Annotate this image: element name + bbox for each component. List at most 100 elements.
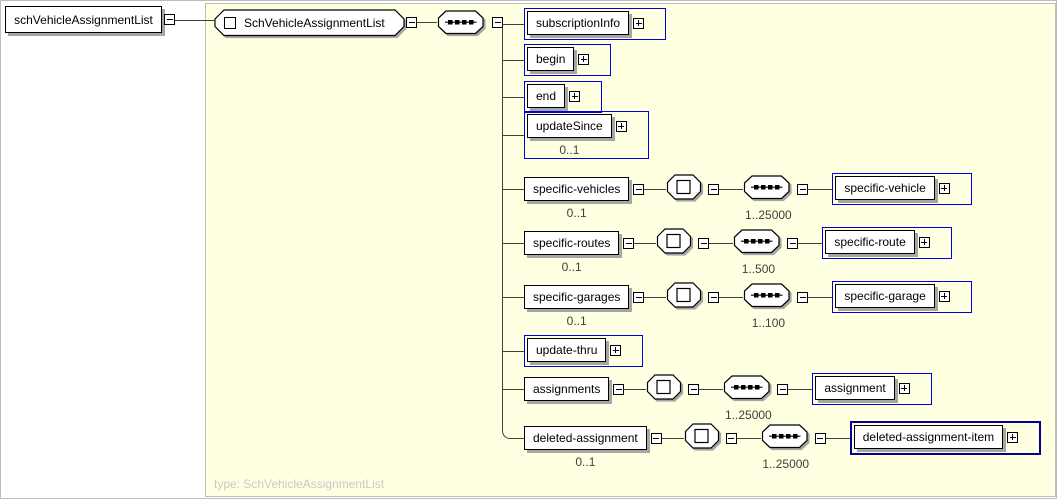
element-label: deleted-assignment-item	[862, 430, 995, 444]
connector-line	[502, 134, 524, 136]
expand-toggle-icon[interactable]	[938, 182, 950, 194]
main-element-label: SchVehicleAssignmentList	[244, 15, 385, 30]
sequence-occurrence-label: 1..25000	[725, 408, 772, 422]
collapse-toggle-icon[interactable]	[164, 14, 175, 25]
occurrence-label: 0..1	[561, 260, 582, 274]
complex-content-icon	[224, 16, 236, 29]
element-box[interactable]: specific-vehicles	[524, 177, 630, 201]
element-label: specific-vehicle	[844, 181, 926, 195]
connector-line	[699, 388, 724, 390]
element-box[interactable]: specific-garages	[524, 285, 630, 309]
collapse-toggle-icon[interactable]	[708, 183, 720, 195]
main-element-box[interactable]: SchVehicleAssignmentList	[214, 9, 405, 37]
schema-child-row-subscriptionInfo: subscriptionInfo	[502, 8, 667, 40]
schema-child-row-specific-routes: specific-routes 0..1 1..500	[502, 227, 952, 276]
connector-line	[825, 437, 850, 439]
connector-line	[644, 188, 667, 190]
collapse-toggle-icon[interactable]	[406, 17, 417, 28]
occurrence-label: 0..1	[566, 206, 587, 220]
root-element-box[interactable]: schVehicleAssignmentList	[5, 6, 162, 33]
collapse-toggle-icon[interactable]	[814, 432, 826, 444]
collapse-toggle-icon[interactable]	[688, 383, 700, 395]
connector-line	[661, 437, 684, 439]
connector-line	[719, 188, 744, 190]
element-box[interactable]: specific-vehicle	[835, 176, 935, 200]
collapse-toggle-icon[interactable]	[492, 17, 503, 28]
element-label: specific-garages	[533, 290, 621, 304]
root-element-label: schVehicleAssignmentList	[14, 12, 153, 27]
connector-line	[511, 437, 524, 439]
element-box[interactable]: subscriptionInfo	[527, 11, 630, 35]
element-label: subscriptionInfo	[536, 16, 621, 30]
element-wrapper-box: specific-garage	[832, 281, 972, 313]
element-wrapper-box: deleted-assignment-item	[849, 421, 1042, 455]
occurrence-label: 0..1	[559, 143, 580, 157]
collapse-toggle-icon[interactable]	[613, 383, 625, 395]
element-wrapper-box: update-thru	[524, 335, 644, 367]
element-label: end	[536, 89, 557, 103]
expand-toggle-icon[interactable]	[578, 53, 590, 65]
sequence-occurrence-label: 1..100	[751, 316, 786, 330]
connector-line	[808, 296, 833, 298]
element-box[interactable]: assignment	[815, 376, 895, 400]
collapse-toggle-icon[interactable]	[708, 291, 720, 303]
element-box[interactable]: specific-route	[825, 230, 915, 254]
type-annotation-label: type: SchVehicleAssignmentList	[214, 477, 385, 491]
collapse-toggle-icon[interactable]	[633, 291, 645, 303]
expand-toggle-icon[interactable]	[610, 344, 622, 356]
element-box[interactable]: specific-garage	[835, 284, 935, 308]
collapse-toggle-icon[interactable]	[633, 183, 645, 195]
collapse-toggle-icon[interactable]	[787, 237, 799, 249]
schema-child-row-assignments: assignments 1..25000	[502, 373, 932, 422]
element-wrapper-box: end	[524, 81, 603, 113]
sequence-compositor-icon	[744, 175, 790, 200]
element-box[interactable]: deleted-assignment-item	[853, 425, 1004, 449]
element-box[interactable]: assignments	[524, 377, 610, 401]
element-box[interactable]: end	[527, 84, 566, 108]
collapse-toggle-icon[interactable]	[698, 237, 710, 249]
connector-line	[502, 296, 524, 298]
element-box[interactable]: begin	[527, 47, 575, 71]
connector-line	[417, 22, 437, 23]
collapse-toggle-icon[interactable]	[623, 237, 635, 249]
element-wrapper-box: specific-vehicle	[832, 173, 972, 205]
element-label: specific-vehicles	[533, 182, 621, 196]
element-label: assignment	[824, 381, 886, 395]
expand-toggle-icon[interactable]	[938, 290, 950, 302]
connector-line	[502, 96, 524, 98]
element-label: specific-route	[834, 235, 906, 249]
expand-toggle-icon[interactable]	[633, 17, 645, 29]
element-wrapper-box: assignment	[812, 373, 932, 405]
complex-content-indicator-icon	[647, 374, 682, 400]
connector-line	[502, 242, 524, 244]
complex-content-indicator-icon	[684, 423, 719, 449]
tree-trunk-line	[502, 22, 503, 430]
expand-toggle-icon[interactable]	[1007, 431, 1019, 443]
complex-content-indicator-icon	[667, 282, 702, 308]
expand-toggle-icon[interactable]	[615, 120, 627, 132]
schema-child-row-deleted-assignment: deleted-assignment 0..1 1..25000	[502, 421, 1042, 471]
element-label: specific-garage	[844, 289, 926, 303]
collapse-toggle-icon[interactable]	[725, 432, 737, 444]
element-box[interactable]: deleted-assignment	[524, 426, 647, 450]
element-box[interactable]: updateSince	[527, 114, 612, 138]
sequence-occurrence-label: 1..25000	[762, 457, 810, 471]
element-box[interactable]: update-thru	[527, 338, 607, 362]
expand-toggle-icon[interactable]	[918, 236, 930, 248]
schema-child-row-update-thru: update-thru	[502, 335, 644, 367]
collapse-toggle-icon[interactable]	[650, 432, 662, 444]
schema-child-row-specific-vehicles: specific-vehicles 0..1 1..25000	[502, 173, 972, 222]
schema-child-row-begin: begin	[502, 44, 612, 76]
expand-toggle-icon[interactable]	[569, 90, 581, 102]
element-label: assignments	[533, 382, 601, 396]
collapse-toggle-icon[interactable]	[797, 183, 809, 195]
sequence-compositor-icon	[437, 10, 484, 35]
sequence-compositor-icon	[761, 424, 808, 449]
expand-toggle-icon[interactable]	[898, 382, 910, 394]
collapse-toggle-icon[interactable]	[777, 383, 789, 395]
collapse-toggle-icon[interactable]	[797, 291, 809, 303]
element-wrapper-box: subscriptionInfo	[524, 8, 667, 40]
schema-child-row-updateSince: updateSince 0..1	[502, 111, 649, 159]
element-box[interactable]: specific-routes	[524, 231, 620, 255]
